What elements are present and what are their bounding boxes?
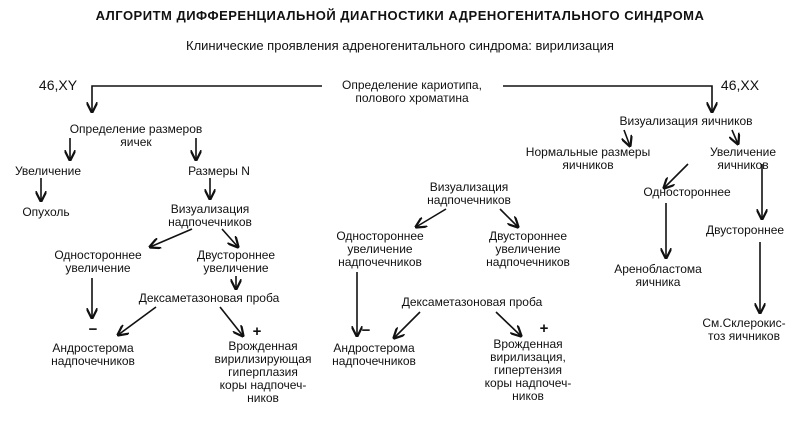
node-line: Увеличение — [709, 145, 777, 159]
edge-ovary-vis-to-normal — [624, 129, 630, 146]
edge-increase-to-unilateral — [664, 163, 689, 188]
edge-karyotype-to-xx — [503, 85, 712, 112]
node-line: коры надпочеч- — [484, 376, 572, 390]
edge-adrenal-to-unilateral — [150, 228, 193, 247]
node-line: яичников — [562, 158, 614, 172]
edge-adrenal-to-bilateral — [221, 228, 238, 247]
node-line: надпочечников — [427, 193, 511, 207]
node-dexamethasone-middle: Дексаметазоновая проба — [402, 296, 543, 309]
node-line: Одностороннее — [54, 248, 142, 262]
node-46xy: 46,XY — [38, 77, 78, 93]
node-line: надпочечников — [338, 255, 422, 269]
plus-sign-middle: + — [539, 320, 549, 337]
node-line: надпочечников — [332, 354, 416, 368]
node-line: Визуализация — [429, 180, 509, 194]
plus-sign-left: + — [252, 323, 262, 340]
node-dexamethasone-left: Дексаметазоновая проба — [139, 292, 280, 305]
edge-karyotype-to-xy — [92, 85, 322, 112]
edge-dexa-m-to-androsteroma — [394, 311, 421, 338]
node-karyotype: Определение кариотипа,полового хроматина — [342, 79, 482, 105]
node-tumor: Опухоль — [22, 206, 69, 219]
node-line: Дексаметазоновая проба — [138, 291, 280, 305]
node-line: вирилизирующая — [214, 352, 312, 366]
node-line: тоз яичников — [708, 329, 780, 343]
node-line: Опухоль — [22, 205, 70, 219]
node-line: надпочечников — [168, 215, 252, 229]
edge-ovary-vis-to-increase — [732, 129, 738, 144]
node-line: См.Склерокис- — [702, 316, 786, 330]
node-line: гиперплазия — [228, 365, 298, 379]
minus-sign-left: − — [88, 321, 98, 338]
node-line: яичника — [635, 275, 681, 289]
node-ovary-visualization: Визуализация яичников — [619, 115, 752, 128]
node-ovary-bilateral: Двустороннее — [706, 224, 784, 237]
edge-dexa-to-androsteroma — [118, 306, 157, 335]
node-line: Двустороннее — [488, 229, 568, 243]
edge-dexa-m-to-cah — [495, 311, 521, 336]
node-line: увеличение — [65, 261, 131, 275]
node-line: Размеры N — [188, 164, 250, 178]
node-line: Визуализация яичников — [619, 114, 753, 128]
node-line: Андростерома — [52, 341, 134, 355]
node-46xx: 46,XX — [720, 77, 760, 93]
node-line: 46,XX — [720, 77, 760, 93]
node-line: 46,XY — [38, 77, 78, 93]
node-line: яичек — [120, 135, 152, 149]
node-line: Аренобластома — [614, 262, 702, 276]
node-ovary-unilateral: Одностороннее — [643, 186, 730, 199]
node-line: Врожденная — [493, 337, 563, 351]
node-sclerocystosis: См.Склерокис-тоз яичников — [702, 317, 785, 343]
minus-sign-middle: − — [361, 322, 371, 339]
node-line: Одностороннее — [336, 229, 424, 243]
node-line: Андростерома — [333, 341, 415, 355]
node-line: гипертензия — [493, 363, 563, 377]
node-line: Двустороннее — [705, 223, 785, 237]
node-line: полового хроматина — [355, 91, 469, 105]
node-line: Визуализация — [170, 202, 250, 216]
node-line: вирилизация, — [490, 350, 566, 364]
node-line: надпочечников — [51, 354, 135, 368]
node-line: Нормальные размеры — [525, 145, 651, 159]
diagram-subtitle: Клинические проявления адреногенитальног… — [186, 38, 614, 53]
node-size-normal: Размеры N — [188, 165, 250, 178]
edge-adrenal-m-to-bilateral — [499, 208, 518, 227]
node-line: коры надпочеч- — [219, 378, 307, 392]
node-line: Врожденная — [228, 339, 298, 353]
node-line: увеличение — [203, 261, 269, 275]
edge-adrenal-m-to-unilateral — [416, 208, 447, 227]
node-line: Увеличение — [14, 164, 82, 178]
node-line: увеличение — [347, 242, 413, 256]
node-line: ников — [512, 389, 544, 403]
node-line: Дексаметазоновая проба — [401, 295, 543, 309]
diagram-title: АЛГОРИТМ ДИФФЕРЕНЦИАЛЬНОЙ ДИАГНОСТИКИ АД… — [95, 8, 705, 23]
node-line: Определение размеров — [69, 122, 203, 136]
node-line: Двустороннее — [196, 248, 276, 262]
node-line: Определение кариотипа, — [342, 78, 482, 92]
edge-dexa-to-cah — [219, 306, 243, 336]
node-line: ников — [247, 391, 279, 405]
node-line: надпочечников — [486, 255, 570, 269]
node-line: Одностороннее — [643, 185, 731, 199]
node-testis-increase: Увеличение — [15, 165, 81, 178]
node-line: увеличение — [495, 242, 561, 256]
node-line: яичников — [717, 158, 769, 172]
